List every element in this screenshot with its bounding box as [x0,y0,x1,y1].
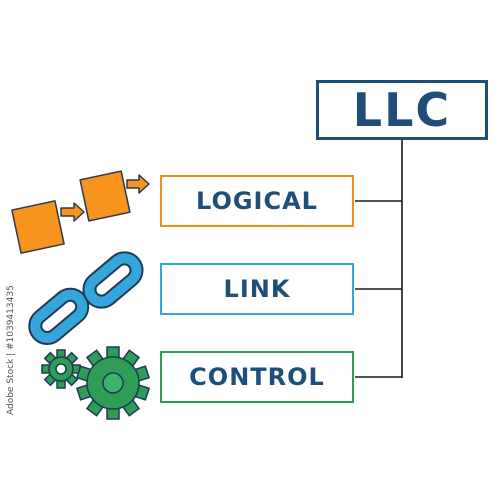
arrow-2-icon [126,174,150,194]
connector-lines [355,140,403,378]
chain-link-icon [28,251,144,345]
acronym-box: LLC [316,80,488,140]
orange-block-2 [79,170,131,222]
arrow-1-icon [60,202,85,222]
orange-block-1 [11,200,65,254]
small-gear-icon [41,349,81,389]
term-control-box: CONTROL [160,351,354,403]
arrow-blocks-icon [11,170,150,254]
large-gear-icon [75,346,151,420]
term-logical-box: LOGICAL [160,175,354,227]
stock-id-label: Adobe Stock | #1039413435 [6,285,16,415]
term-link-box: LINK [160,263,354,315]
gears-icon [41,346,151,420]
